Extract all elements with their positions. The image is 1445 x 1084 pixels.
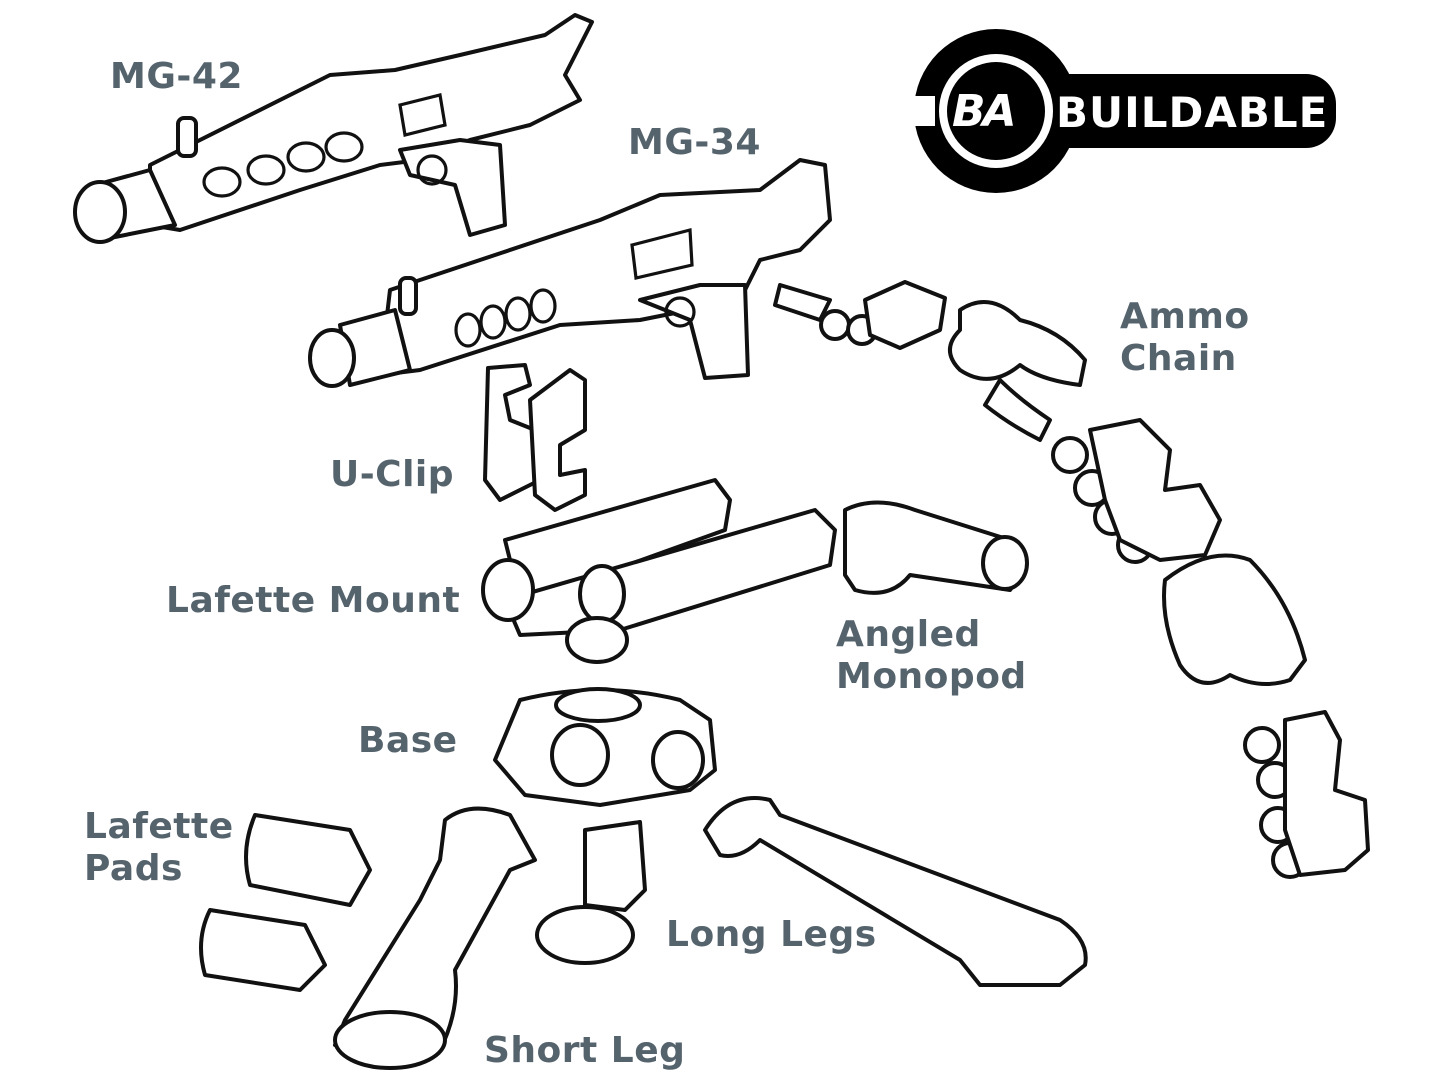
label-ammo-chain: Ammo Chain — [1120, 296, 1250, 379]
base-illustration — [493, 687, 717, 807]
logo-badge-text: BA — [952, 86, 1017, 137]
logo-badge — [947, 62, 1045, 160]
label-mg42: MG-42 — [110, 56, 243, 97]
angled-monopod-illustration — [843, 500, 1029, 595]
long-legs-illustration — [535, 796, 1088, 987]
buildable-logo — [905, 29, 1336, 193]
lafette-mount-illustration — [481, 478, 837, 664]
logo-brand-name: BUILDABLE — [1056, 88, 1329, 137]
logo-banner — [996, 74, 1336, 148]
mg42-gun-illustration — [73, 13, 594, 244]
label-base: Base — [358, 720, 458, 761]
short-leg-illustration — [333, 806, 537, 1070]
label-mg34: MG-34 — [628, 122, 761, 163]
ammo-chain-illustration — [773, 280, 1370, 879]
label-lafette-mount: Lafette Mount — [166, 580, 461, 621]
label-u-clip: U-Clip — [330, 454, 455, 495]
logo-notch — [905, 96, 935, 126]
mg34-gun-illustration — [308, 158, 832, 388]
u-clip-illustration — [483, 363, 587, 512]
lafette-pads-illustration — [199, 813, 372, 992]
label-short-leg: Short Leg — [484, 1030, 686, 1071]
label-long-legs: Long Legs — [666, 914, 877, 955]
label-angled-monopod: Angled Monopod — [836, 614, 1027, 697]
label-lafette-pads: Lafette Pads — [84, 806, 234, 889]
